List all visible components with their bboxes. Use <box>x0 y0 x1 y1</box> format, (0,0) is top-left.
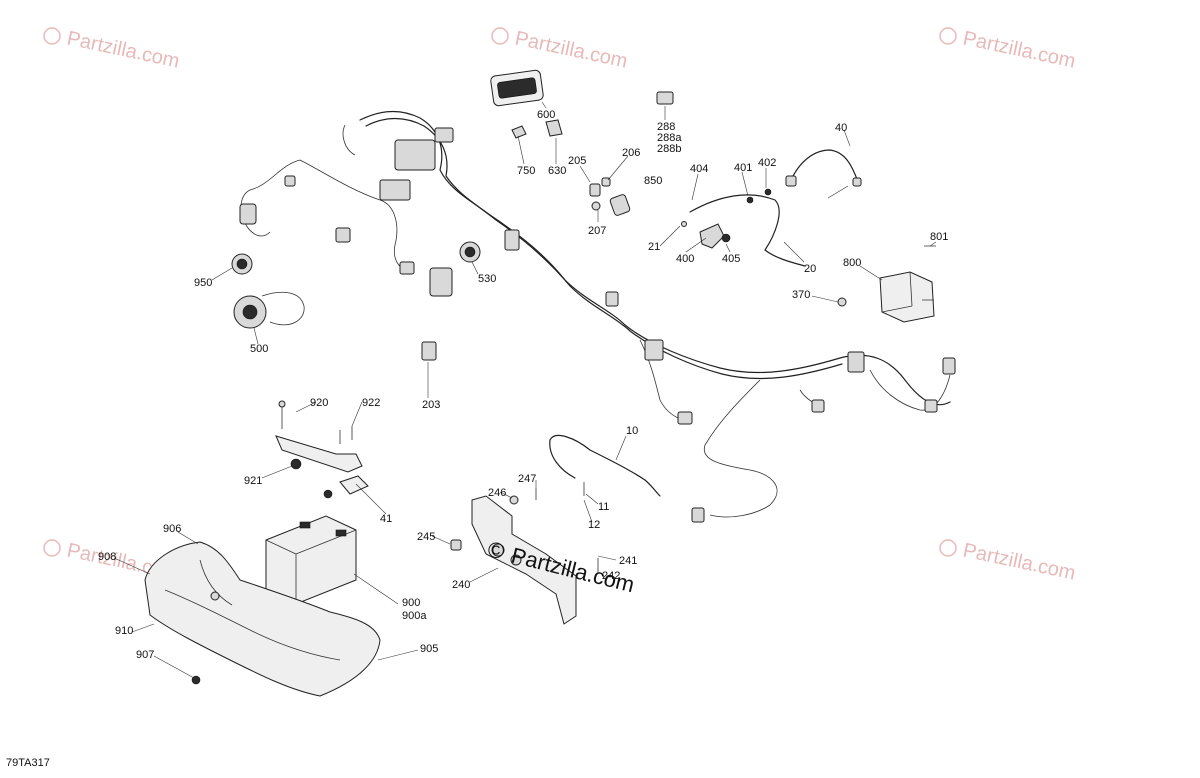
part-label: 247 <box>518 473 536 485</box>
part-207 <box>591 201 601 211</box>
part-label: 600 <box>537 109 555 121</box>
leader-lines <box>113 101 937 679</box>
part-205 <box>589 183 601 197</box>
part-label: 750 <box>517 165 535 177</box>
part-20-cable <box>689 194 806 267</box>
part-920-bracket <box>275 400 363 473</box>
watermark-top-right: Partzilla.com <box>939 27 1078 73</box>
part-label: 907 <box>136 649 154 661</box>
part-label: 203 <box>422 399 440 411</box>
part-label: 240 <box>452 579 470 591</box>
part-402 <box>764 188 772 196</box>
watermark-text: Partzilla.com <box>65 27 182 72</box>
watermark-text: Partzilla.com <box>513 27 630 72</box>
part-label: 20 <box>804 263 816 275</box>
watermark-text: Partzilla.com <box>961 27 1078 72</box>
part-label: 405 <box>722 253 740 265</box>
part-label: 850 <box>644 175 662 187</box>
part-label: 207 <box>588 225 606 237</box>
part-288-fuse <box>656 91 674 105</box>
part-750 <box>511 125 527 139</box>
part-label: 908 <box>98 551 116 563</box>
part-label: 404 <box>690 163 708 175</box>
part-label: 922 <box>362 397 380 409</box>
part-850 <box>609 194 631 216</box>
part-370 <box>837 297 847 307</box>
part-label: 900 <box>402 597 420 609</box>
part-label: 400 <box>676 253 694 265</box>
part-240-bracket <box>471 495 577 625</box>
part-label: 245 <box>417 531 435 543</box>
part-label: 21 <box>648 241 660 253</box>
part-label: 402 <box>758 157 776 169</box>
part-405 <box>721 233 731 243</box>
part-21 <box>681 221 687 227</box>
part-905-battery-tray <box>144 541 381 697</box>
part-label: 12 <box>588 519 600 531</box>
part-label: 242 <box>602 570 620 582</box>
part-401 <box>746 196 754 204</box>
diagram-code: 79TA317 <box>6 757 50 769</box>
part-label: 288b <box>657 143 681 155</box>
part-label: 206 <box>622 147 640 159</box>
part-label: 900a <box>402 610 427 622</box>
part-600-ecu-connector <box>490 69 544 107</box>
part-label: 288a <box>657 132 682 144</box>
part-label: 401 <box>734 162 752 174</box>
part-labels: 600 288 288a 288b 40 750 630 205 206 850… <box>98 109 948 661</box>
part-label: 10 <box>626 425 638 437</box>
part-label: 530 <box>478 273 496 285</box>
part-label: 950 <box>194 277 212 289</box>
part-label: 910 <box>115 625 133 637</box>
copyright-symbol: © <box>488 538 504 563</box>
part-label: 905 <box>420 643 438 655</box>
part-530 <box>459 241 481 263</box>
part-246 <box>509 495 519 505</box>
part-630 <box>545 119 563 137</box>
part-10-cable <box>549 435 661 497</box>
part-label: 906 <box>163 523 181 535</box>
part-40-cable <box>789 149 859 183</box>
watermark-bottom-right: Partzilla.com <box>939 539 1078 585</box>
part-label: 920 <box>310 397 328 409</box>
part-label: 241 <box>619 555 637 567</box>
part-950-switch <box>231 253 253 275</box>
main-wiring-harness <box>239 110 956 523</box>
part-label: 921 <box>244 475 262 487</box>
part-label: 500 <box>250 343 268 355</box>
part-500 <box>233 291 305 329</box>
part-label: 11 <box>598 501 609 513</box>
part-800-module <box>879 271 935 323</box>
part-label: 630 <box>548 165 566 177</box>
part-label: 41 <box>380 513 392 525</box>
part-41 <box>323 475 369 499</box>
part-label: 800 <box>843 257 861 269</box>
part-label: 288 <box>657 121 675 133</box>
watermark-top-center: Partzilla.com <box>491 27 630 73</box>
part-900-battery <box>265 515 357 605</box>
part-label: 370 <box>792 289 810 301</box>
part-label: 801 <box>930 231 948 243</box>
watermark-top-left: Partzilla.com <box>43 27 182 73</box>
part-label: 40 <box>835 122 847 134</box>
part-label: 205 <box>568 155 586 167</box>
part-400 <box>699 223 725 249</box>
part-label: 246 <box>488 487 506 499</box>
part-203 <box>421 341 437 361</box>
watermark-text: Partzilla.com <box>961 539 1078 584</box>
part-245 <box>450 539 462 551</box>
